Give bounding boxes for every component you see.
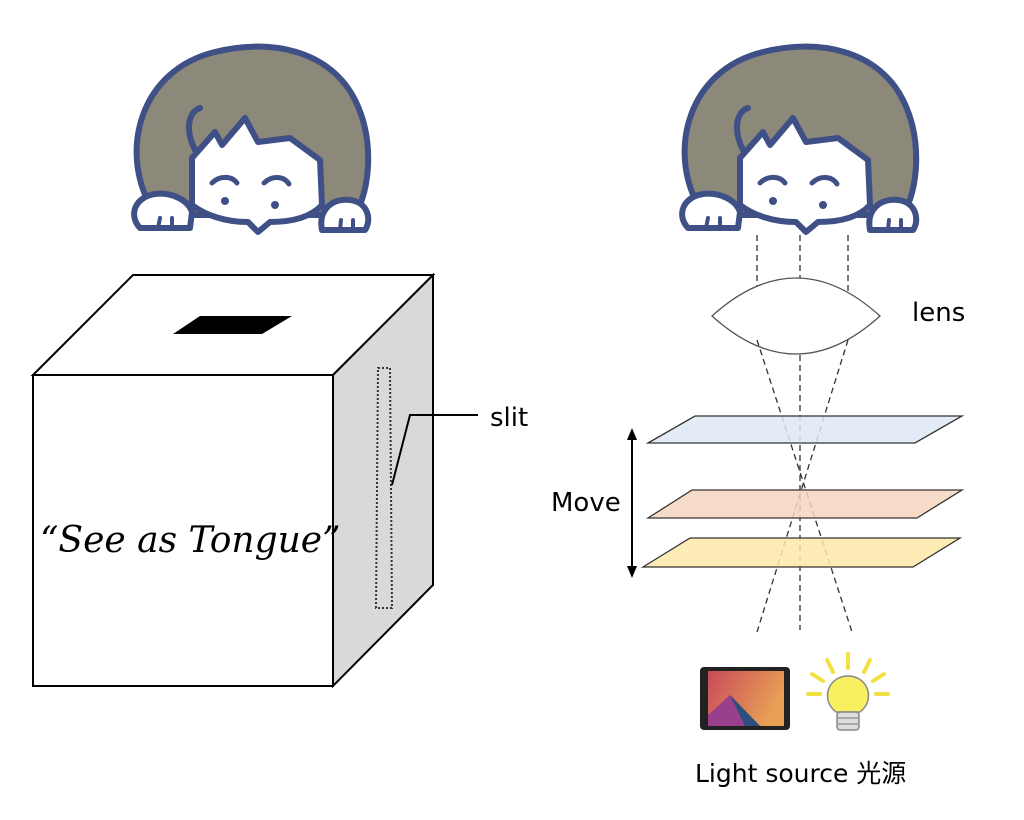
box-caption: “See as Tongue” [40,520,341,561]
box-opening [173,316,292,334]
lens-label: lens [912,298,965,328]
light-source-label: Light source 光源 [695,759,906,788]
plane-top [645,415,965,444]
plane-middle [645,489,965,519]
box: slit “See as Tongue” [30,272,528,689]
box-front [32,374,334,687]
slit-outline [374,367,394,609]
slit-label: slit [490,403,528,433]
lens [711,277,881,355]
light-bulb-icon [806,652,890,731]
move-arrow [627,428,637,578]
girl-illustration-left [134,47,368,232]
converging-ray-right [756,339,849,633]
slit-leader-line [391,414,478,486]
tablet-icon [700,667,790,730]
optics [711,235,881,633]
converging-ray-left [756,339,853,633]
move-label: Move [551,488,621,518]
girl-illustration-right [682,47,916,232]
plane-bottom [640,537,963,568]
